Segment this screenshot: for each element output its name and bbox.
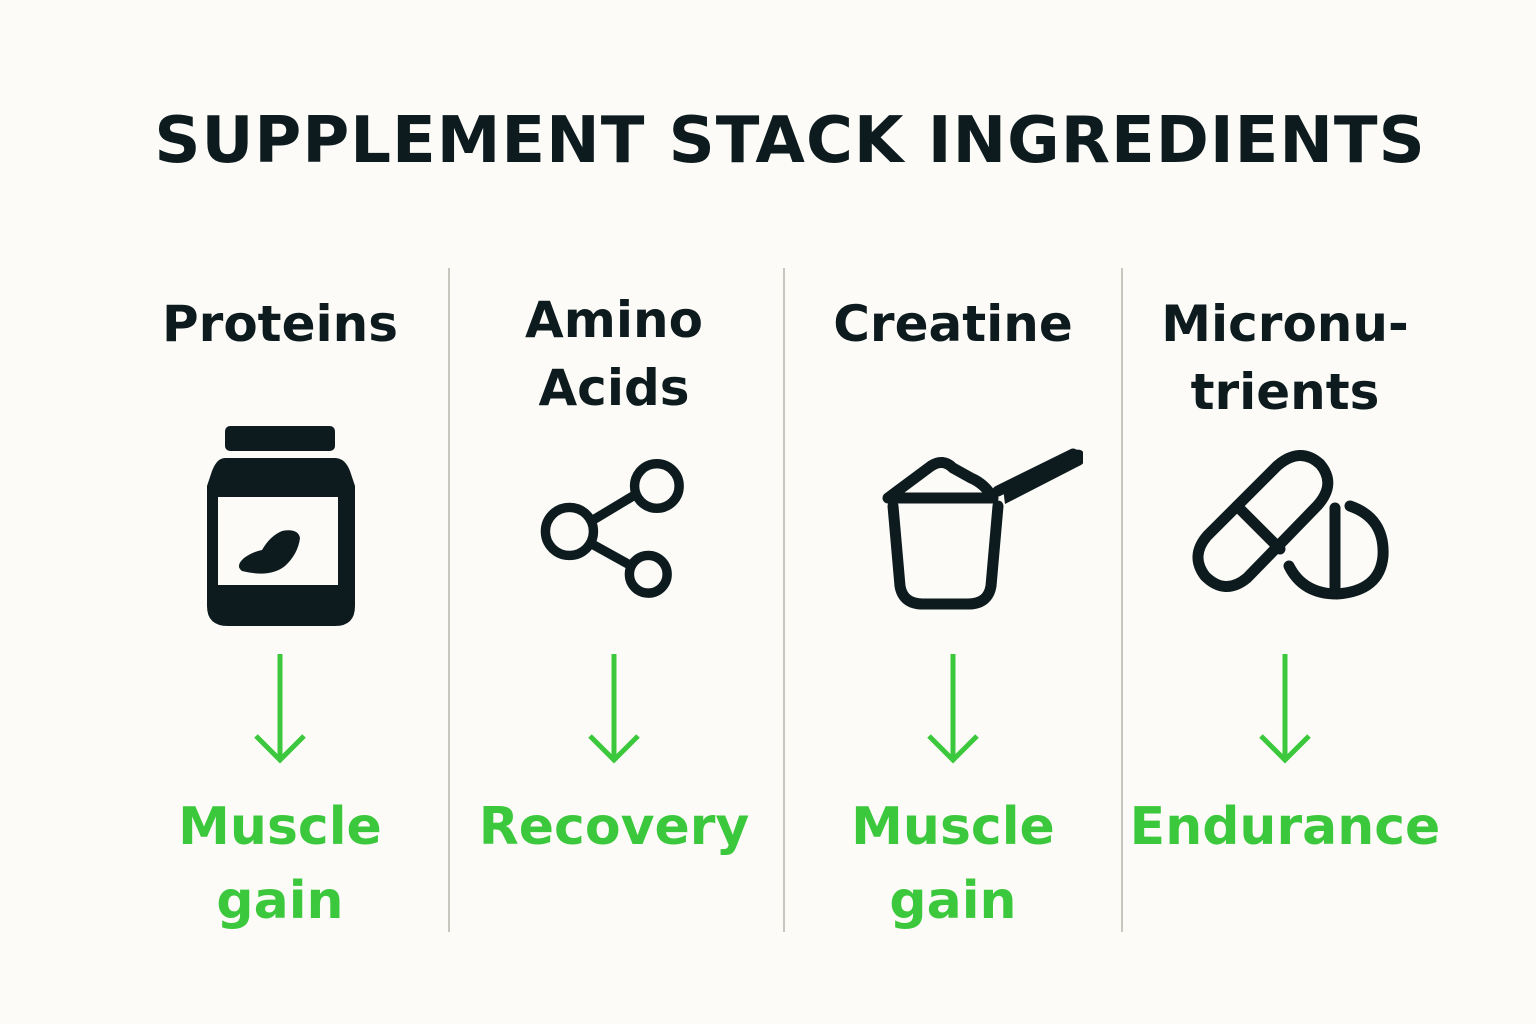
ingredient-name: Proteins — [162, 295, 398, 353]
divider — [783, 268, 785, 932]
protein-jar-icon — [207, 426, 355, 626]
divider — [1121, 268, 1123, 932]
benefit-label: Muscle gain — [851, 797, 1055, 931]
ingredient-column-creatine: Creatine Muscle gain — [788, 290, 1118, 931]
powder-scoop-icon — [882, 448, 1083, 610]
molecule-icon — [540, 459, 684, 598]
ingredient-name: Creatine — [833, 295, 1073, 353]
benefit-label: Recovery — [478, 797, 750, 857]
benefit-label: Endurance — [1129, 797, 1441, 857]
ingredient-column-micronutrients: Micronu- trients Endurance — [1120, 290, 1450, 857]
divider — [448, 268, 450, 932]
benefit-label: Muscle gain — [178, 797, 382, 931]
ingredient-name: Amino Acids — [525, 291, 703, 417]
page-title: SUPPLEMENT STACK INGREDIENTS — [154, 104, 1426, 178]
arrow-down-icon — [1259, 654, 1311, 764]
pill-capsule-icon — [1192, 450, 1389, 600]
ingredient-column-amino-acids: Amino Acids Recovery — [449, 286, 779, 857]
arrow-down-icon — [927, 654, 979, 764]
arrow-down-icon — [588, 654, 640, 764]
arrow-down-icon — [254, 654, 306, 764]
ingredient-column-proteins: Proteins Muscle gain — [115, 290, 445, 931]
ingredient-name: Micronu- trients — [1161, 295, 1409, 421]
